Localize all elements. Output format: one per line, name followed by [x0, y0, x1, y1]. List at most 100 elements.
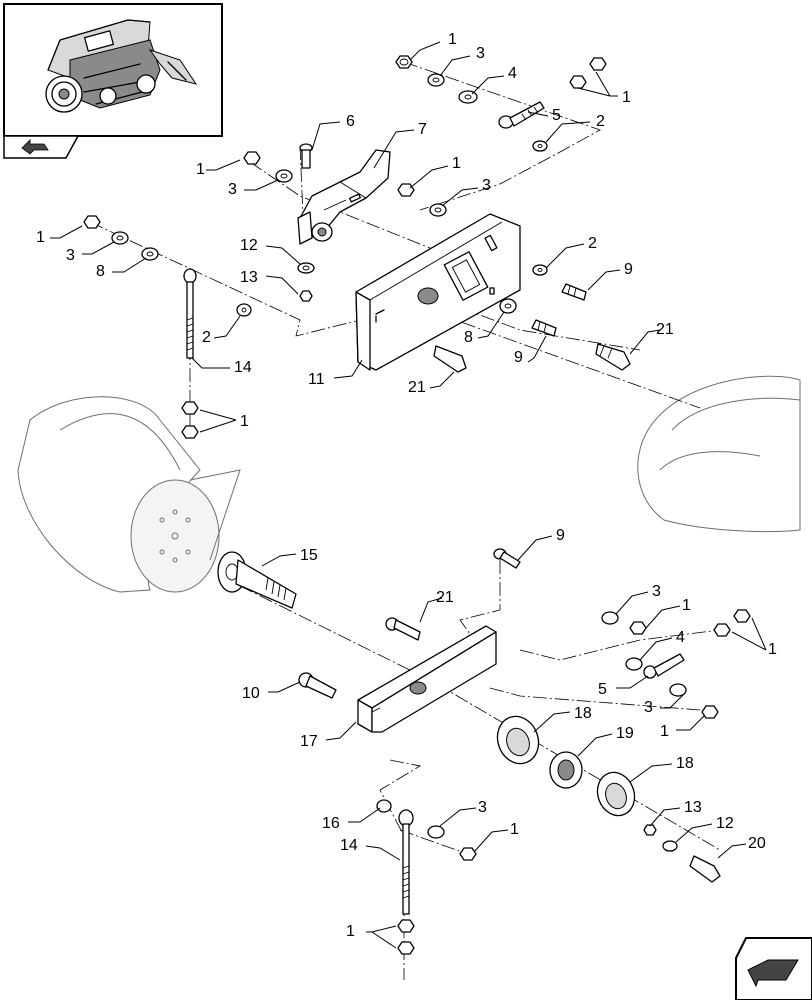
nut-1-lower-right-a[interactable]: [629, 621, 647, 635]
bolt-21-left[interactable]: [433, 345, 467, 373]
callout-label: 8: [96, 263, 105, 280]
callout-label: 3: [644, 699, 653, 716]
washer-12-top[interactable]: [297, 262, 315, 274]
callout-label: 1: [240, 413, 249, 430]
washer-16[interactable]: [376, 799, 392, 813]
callout-label: 21: [656, 321, 674, 338]
callout-label: 13: [240, 269, 258, 286]
callout-label: 9: [556, 527, 565, 544]
washer-12-lower[interactable]: [662, 840, 678, 852]
callout-label: 16: [322, 815, 340, 832]
callout-labels: 1 3 4 1 5 2 6 7 1 3 1 3 1 3 8 12 13 2 9 …: [36, 31, 777, 940]
callout-label: 1: [682, 597, 691, 614]
nut-13-top[interactable]: [299, 290, 313, 302]
callout-label: 17: [300, 733, 318, 750]
callout-label: 8: [464, 329, 473, 346]
next-page-arrow-icon: [747, 959, 799, 988]
bolt-9-lower[interactable]: [493, 548, 521, 569]
bolt-9-right-a[interactable]: [561, 283, 587, 301]
callout-label: 21: [408, 379, 426, 396]
previous-page-button[interactable]: [3, 135, 80, 159]
hex-nut-1-far-right[interactable]: [713, 609, 751, 637]
callout-label: 1: [660, 723, 669, 740]
callout-label: 12: [716, 815, 734, 832]
hex-nut-1-top[interactable]: [395, 55, 413, 69]
washer-3-mid[interactable]: [429, 203, 447, 217]
bolt-10[interactable]: [298, 672, 337, 699]
washer-4-lower[interactable]: [625, 657, 643, 671]
callout-label: 9: [514, 349, 523, 366]
callout-label: 14: [234, 359, 252, 376]
callout-label: 3: [482, 177, 491, 194]
callout-label: 18: [676, 755, 694, 772]
callout-label: 13: [684, 799, 702, 816]
callout-label: 3: [66, 247, 75, 264]
bolt-20[interactable]: [689, 855, 721, 883]
callout-label: 3: [228, 181, 237, 198]
washer-3-top[interactable]: [427, 73, 445, 87]
hex-nut-1-lower-pair[interactable]: [181, 401, 199, 439]
callout-label: 1: [196, 161, 205, 178]
hex-nut-1-top-right[interactable]: [569, 57, 607, 89]
washer-2-right[interactable]: [532, 264, 548, 276]
overview-thumbnail[interactable]: [3, 3, 223, 137]
hex-nut-1-bottom-pair[interactable]: [397, 919, 415, 955]
bolt-21-lower[interactable]: [385, 617, 421, 641]
bolt-5-top[interactable]: [498, 101, 545, 129]
washer-3-lower-c[interactable]: [427, 825, 445, 839]
washer-2-top[interactable]: [532, 140, 548, 152]
nut-1-lower-b[interactable]: [701, 705, 719, 719]
bolt-21-right[interactable]: [595, 343, 631, 371]
callout-label: 5: [552, 107, 561, 124]
washer-8-left[interactable]: [141, 247, 159, 261]
callout-label: 6: [346, 113, 355, 130]
callout-label: 1: [448, 31, 457, 48]
washer-3-lower-b[interactable]: [669, 683, 687, 697]
bolt-6[interactable]: [299, 143, 313, 169]
callout-label: 2: [588, 235, 597, 252]
callout-label: 2: [202, 329, 211, 346]
washer-4-top[interactable]: [458, 90, 478, 104]
right-drum-outline: [637, 375, 801, 533]
next-page-button[interactable]: [735, 937, 812, 1000]
flange-18-b[interactable]: [592, 767, 641, 821]
hex-nut-1-left-b[interactable]: [83, 215, 101, 229]
eye-bolt-14-top[interactable]: [183, 268, 197, 359]
callout-label: 18: [574, 705, 592, 722]
callout-label: 4: [508, 65, 517, 82]
bolt-5-lower[interactable]: [643, 653, 685, 679]
bearing-19[interactable]: [549, 751, 583, 789]
callout-label: 19: [616, 725, 634, 742]
callout-label: 14: [340, 837, 358, 854]
nut-13-lower[interactable]: [643, 824, 657, 836]
washer-3-lower-right[interactable]: [601, 611, 619, 625]
callout-label: 3: [476, 45, 485, 62]
bracket-11[interactable]: [355, 213, 521, 371]
callout-label: 20: [748, 835, 766, 852]
eye-bolt-14-lower[interactable]: [398, 809, 414, 915]
nut-1-lower-c[interactable]: [459, 847, 477, 861]
left-drum-outline: [17, 396, 241, 593]
callout-label: 12: [240, 237, 258, 254]
support-17[interactable]: [357, 625, 497, 733]
hex-nut-1-left-a[interactable]: [243, 151, 261, 165]
callout-label: 1: [510, 821, 519, 838]
previous-page-arrow-icon: [21, 139, 49, 155]
washer-8-right[interactable]: [499, 298, 517, 314]
callout-label: 3: [652, 583, 661, 600]
shaft-15[interactable]: [217, 551, 297, 609]
washer-2-left[interactable]: [236, 303, 252, 317]
callout-label: 1: [768, 641, 777, 658]
callout-label: 3: [478, 799, 487, 816]
callout-label: 21: [436, 589, 454, 606]
callout-label: 7: [418, 121, 427, 138]
washer-3-left-a[interactable]: [275, 169, 293, 183]
hex-nut-1-mid[interactable]: [397, 183, 415, 197]
flange-18-a[interactable]: [491, 711, 545, 770]
callout-label: 4: [676, 629, 685, 646]
callout-label: 1: [36, 229, 45, 246]
callout-label: 11: [308, 371, 325, 388]
lever-7[interactable]: [297, 149, 391, 245]
bolt-9-right-b[interactable]: [531, 319, 557, 337]
washer-3-left-b[interactable]: [111, 231, 129, 245]
